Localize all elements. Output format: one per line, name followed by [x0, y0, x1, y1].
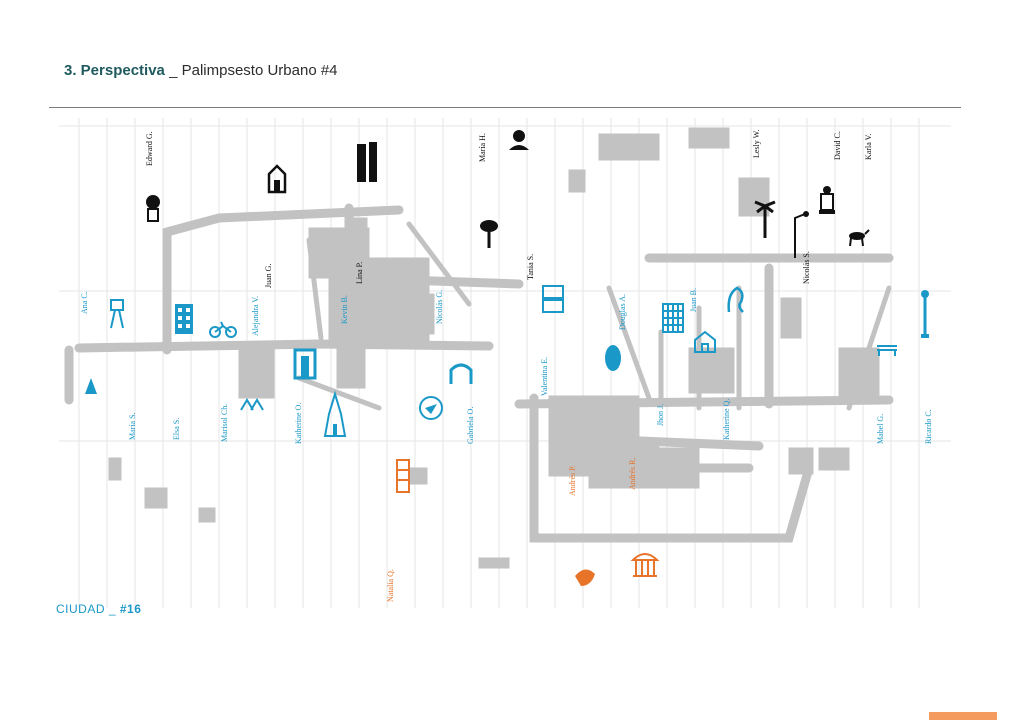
- street-layer: [64, 127, 894, 569]
- header-rule: [49, 107, 961, 108]
- map-grid: [59, 118, 951, 608]
- arch-icon: [449, 363, 473, 384]
- chef-icon: [146, 195, 160, 222]
- stick-figure-icon: [110, 299, 124, 329]
- name-label: Karla V.: [864, 134, 873, 160]
- name-label: Nicolás S.: [802, 251, 811, 284]
- tower-icon: [357, 142, 377, 182]
- palimpsest-map: Edward G. Juan G. Lina P. María H. Tania…: [49, 108, 997, 720]
- bicycle-icon: [209, 321, 237, 338]
- name-label: Natalia Q.: [386, 569, 395, 602]
- horse-icon: [727, 286, 744, 313]
- name-label: Lina P.: [355, 262, 364, 284]
- city-number: #16: [119, 602, 142, 616]
- palm-tree-icon: [754, 200, 776, 238]
- page-heading: 3. Perspectiva _ Palimpsesto Urbano #4: [64, 62, 338, 79]
- name-label: María S.: [128, 412, 137, 440]
- name-label: Edward G.: [145, 131, 154, 166]
- city-prefix: CIUDAD _: [56, 602, 117, 616]
- name-label: Andrés R.: [628, 458, 637, 490]
- section-title: 3. Perspectiva: [64, 62, 165, 79]
- name-label: Gabriela O.: [466, 407, 475, 444]
- gate-icon: [293, 348, 317, 380]
- name-label: Jhon J.: [656, 404, 665, 426]
- map-canvas: Edward G. Juan G. Lina P. María H. Tania…: [59, 118, 951, 608]
- house-icon: [694, 330, 716, 353]
- blue-layer: Ana C. María S. Elsa S. Marisol Ch. Alej…: [80, 285, 933, 444]
- title-separator: _: [169, 62, 178, 79]
- name-label: Ana C.: [80, 291, 89, 314]
- tree-icon: [480, 220, 498, 248]
- bench-icon: [877, 345, 897, 356]
- city-label: CIUDAD _ #16: [56, 602, 141, 616]
- cone-icon: [85, 378, 97, 394]
- name-label: Andrés P.: [568, 465, 577, 496]
- statue-icon: [819, 186, 835, 214]
- grid-building-icon: [662, 303, 684, 333]
- name-label: Juan G.: [264, 264, 273, 288]
- name-label: Douglas A.: [618, 294, 627, 330]
- orange-layer: Natalia Q. Andrés P. Andrés R.: [386, 458, 660, 602]
- name-label: Elsa S.: [172, 418, 181, 440]
- name-label: Alejandra V.: [251, 296, 260, 336]
- globe-icon: [605, 345, 621, 371]
- name-label: Tania S.: [526, 254, 535, 280]
- name-label: Marisol Ch.: [220, 404, 229, 442]
- cathedral-icon: [323, 390, 347, 437]
- name-label: Mabel G.: [876, 414, 885, 444]
- map-sign-icon: [542, 285, 564, 313]
- door-frame-icon: [396, 459, 410, 493]
- name-label: Katherine O.: [294, 403, 303, 444]
- dog-icon: [849, 229, 870, 247]
- name-label: Valentina E.: [540, 357, 549, 396]
- bust-icon: [509, 130, 529, 150]
- name-label: María H.: [478, 133, 487, 162]
- name-label: Katherine Q.: [722, 399, 731, 440]
- name-label: David C.: [833, 131, 842, 160]
- building-icon: [175, 304, 193, 334]
- page-subtitle: Palimpsesto Urbano #4: [181, 62, 338, 79]
- legend-color-bar: [929, 712, 997, 720]
- name-label: Kevin B.: [340, 295, 349, 324]
- lamp-post-icon: [921, 290, 929, 338]
- pavilion-icon: [630, 553, 660, 577]
- name-label: Nicolás G.: [435, 290, 444, 324]
- rings-icon: [240, 398, 264, 411]
- name-label: Lesly W.: [752, 130, 761, 158]
- black-layer: Edward G. Juan G. Lina P. María H. Tania…: [145, 130, 873, 288]
- name-label: Juan B.: [689, 288, 698, 312]
- bird-icon: [419, 396, 443, 420]
- church-icon: [267, 164, 287, 194]
- fish-icon: [575, 569, 595, 586]
- name-label: Ricardo C.: [924, 409, 933, 444]
- street-lamp-icon: [794, 211, 809, 258]
